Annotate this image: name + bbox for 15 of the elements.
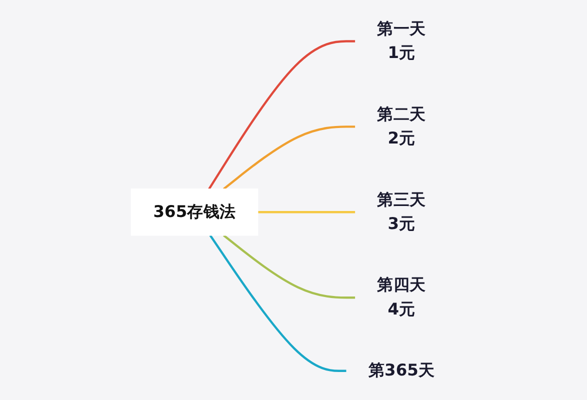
- node-label: 1元: [387, 44, 415, 63]
- node-text: 第三天: [376, 190, 426, 210]
- node-text: 第一天: [376, 20, 426, 38]
- node-text: 第四天: [376, 276, 426, 295]
- node-text: 第365天: [368, 362, 434, 380]
- node-label: 3元: [387, 215, 415, 234]
- connector: [257, 211, 355, 214]
- connector: [222, 234, 355, 299]
- node-text: 第二天: [376, 105, 426, 124]
- connector: [208, 234, 346, 372]
- node-box: 365存钱法: [130, 188, 258, 236]
- connector: [222, 126, 355, 190]
- connector: [208, 40, 355, 190]
- node-label: 4元: [387, 300, 415, 319]
- node-label: 2元: [387, 130, 415, 148]
